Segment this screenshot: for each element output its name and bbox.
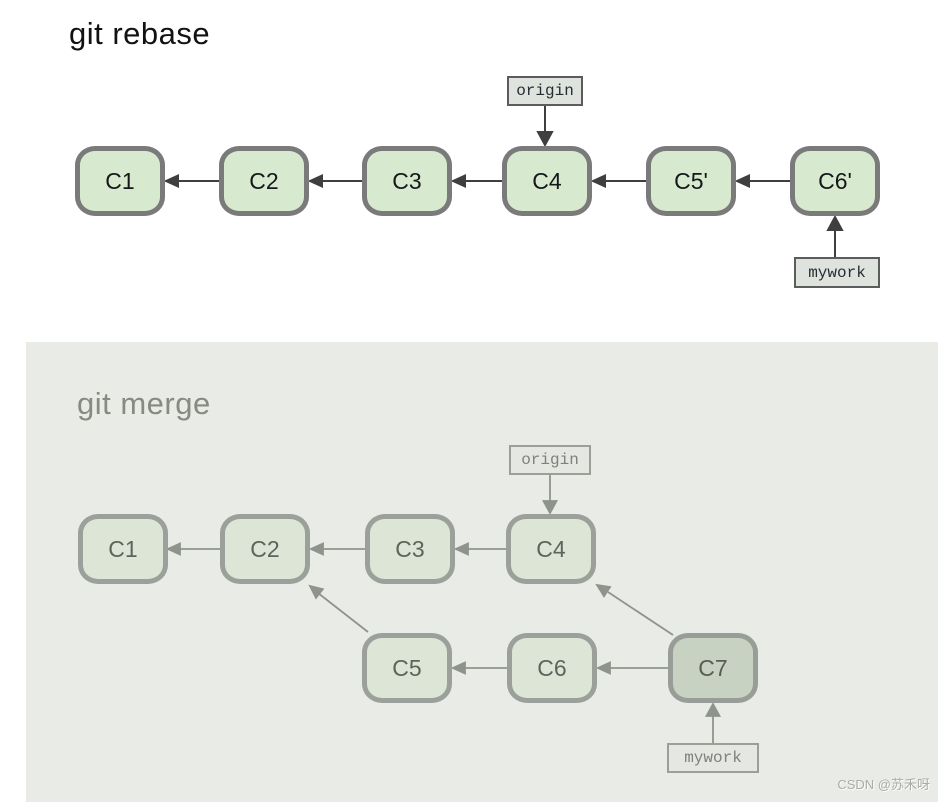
merge-title: git merge — [77, 386, 211, 421]
commit-node-c3: C3 — [362, 146, 452, 216]
commit-label: C2 — [250, 535, 280, 562]
merge-commit-node-c2: C2 — [220, 514, 310, 584]
merge-arrow-c4-to-c3 — [453, 542, 506, 556]
commit-node-c1: C1 — [75, 146, 165, 216]
rebase-origin-label: origin — [507, 76, 583, 106]
merge-commit-node-c5: C5 — [362, 633, 452, 703]
commit-label: C3 — [392, 167, 422, 194]
arrow-c5p-to-c4 — [590, 173, 646, 189]
merge-commit-node-c6: C6 — [507, 633, 597, 703]
commit-label: C6' — [818, 167, 852, 194]
merge-commit-node-c4: C4 — [506, 514, 596, 584]
merge-arrow-c7-to-c4 — [595, 583, 674, 636]
commit-node-c5-prime: C5' — [646, 146, 736, 216]
arrow-c6p-to-c5p — [734, 173, 790, 189]
commit-label: C2 — [249, 167, 279, 194]
merge-arrow-c7-to-c6 — [595, 661, 668, 675]
commit-label: C6 — [537, 654, 567, 681]
arrow-c2-to-c1 — [163, 173, 219, 189]
merge-mywork-label-text: mywork — [684, 749, 742, 767]
merge-mywork-label: mywork — [667, 743, 759, 773]
watermark: CSDN @苏禾呀 — [837, 777, 930, 792]
commit-node-c2: C2 — [219, 146, 309, 216]
commit-node-c6-prime: C6' — [790, 146, 880, 216]
commit-label: C3 — [395, 535, 425, 562]
merge-commit-node-c3: C3 — [365, 514, 455, 584]
merge-arrow-c3-to-c2 — [308, 542, 365, 556]
rebase-title: git rebase — [69, 16, 211, 51]
commit-label: C5' — [674, 167, 708, 194]
merge-arrow-mywork-to-c7 — [704, 702, 722, 743]
commit-label: C4 — [536, 535, 566, 562]
commit-label: C5 — [392, 654, 422, 681]
merge-commit-node-c1: C1 — [78, 514, 168, 584]
rebase-mywork-label: mywork — [794, 257, 880, 288]
arrow-c4-to-c3 — [450, 173, 502, 189]
arrow-origin-to-c4 — [536, 106, 554, 148]
rebase-mywork-label-text: mywork — [808, 263, 866, 282]
merge-origin-label: origin — [509, 445, 591, 475]
merge-arrow-c6-to-c5 — [450, 661, 507, 675]
rebase-section: git rebase — [0, 0, 938, 342]
arrow-mywork-to-c6p — [826, 214, 844, 257]
rebase-origin-label-text: origin — [516, 82, 574, 100]
merge-origin-label-text: origin — [521, 451, 579, 469]
commit-label: C4 — [532, 167, 562, 194]
merge-arrow-c5-to-c2 — [308, 584, 369, 633]
commit-label: C7 — [698, 654, 728, 681]
commit-label: C1 — [108, 535, 138, 562]
merge-commit-node-c7: C7 — [668, 633, 758, 703]
commit-label: C1 — [105, 167, 135, 194]
merge-arrow-c2-to-c1 — [165, 542, 220, 556]
merge-arrow-origin-to-c4 — [541, 475, 559, 515]
commit-node-c4: C4 — [502, 146, 592, 216]
merge-section: git merge — [26, 342, 938, 802]
arrow-c3-to-c2 — [307, 173, 362, 189]
